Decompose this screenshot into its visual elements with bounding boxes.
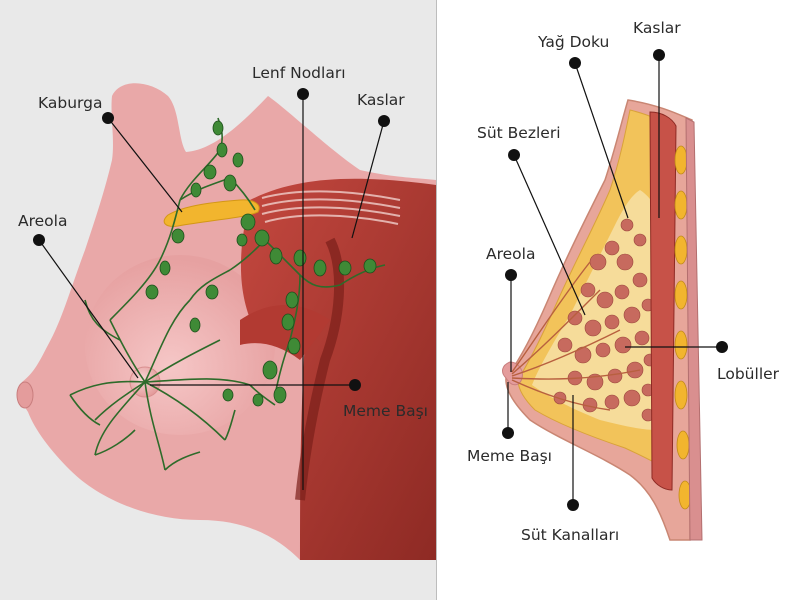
lymph-nodes (145, 120, 377, 407)
label-lenf-nodlari: Lenf Nodları (252, 64, 346, 82)
chest-wall (685, 117, 703, 541)
label-sut-kanallari: Süt Kanalları (521, 526, 619, 544)
ribs (674, 145, 692, 510)
label-sut-bezleri: Süt Bezleri (477, 124, 561, 142)
muscle-fibers (261, 190, 401, 225)
label-kaburga: Kaburga (38, 94, 103, 112)
label-areola-left: Areola (18, 212, 67, 230)
label-meme-basi-left: Meme Başı (343, 402, 428, 420)
left-pointers (33, 88, 390, 490)
chest-muscle (240, 178, 436, 560)
right-pointers (502, 49, 728, 511)
label-lobuller: Lobüller (717, 365, 780, 383)
label-areola-right: Areola (486, 245, 535, 263)
lymph-vessels (69, 117, 386, 471)
label-yag-doku: Yağ Doku (537, 33, 609, 51)
rib (163, 199, 260, 227)
nipple (16, 381, 34, 409)
label-meme-basi-right: Meme Başı (467, 447, 552, 465)
muscle-strip-2 (240, 305, 330, 360)
label-kaslar-left: Kaslar (357, 91, 405, 109)
breast-lymph-side-view-illustration (16, 83, 436, 561)
right-panel: Yağ Doku Kaslar Süt Bezleri Areola Lobül… (467, 19, 780, 544)
label-kaslar-right: Kaslar (633, 19, 681, 37)
left-panel: Kaburga Lenf Nodları Kaslar Areola Meme … (0, 0, 436, 600)
milk-ducts (511, 261, 641, 411)
breast-cross-section-illustration (502, 99, 703, 541)
chest-muscle-layer (649, 111, 677, 491)
muscle-strip (295, 237, 345, 501)
lobules (553, 218, 657, 422)
